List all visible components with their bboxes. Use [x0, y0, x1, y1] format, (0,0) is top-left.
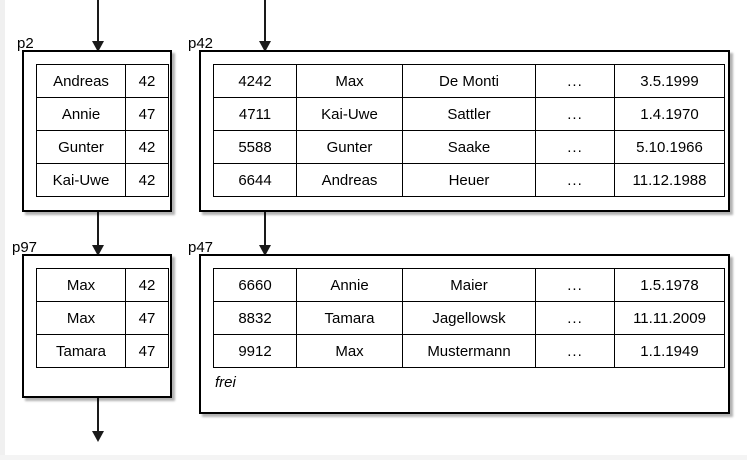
cell-birthdate: 3.5.1999: [614, 64, 725, 98]
cell-more: ...: [535, 301, 615, 335]
page-label-p2: p2: [17, 35, 34, 52]
cell-key: Gunter: [36, 130, 126, 164]
cell-firstname: Gunter: [296, 130, 403, 164]
cell-pointer: 47: [125, 97, 169, 131]
cell-pointer: 47: [125, 301, 169, 335]
page-box-p97[interactable]: Max 42 Max 47 Tamara 47: [22, 254, 172, 398]
table-row: Gunter 42: [36, 130, 169, 164]
cell-birthdate: 1.1.1949: [614, 334, 725, 368]
cell-lastname: De Monti: [402, 64, 536, 98]
cell-firstname: Max: [296, 334, 403, 368]
table-row: Andreas 42: [36, 64, 169, 98]
table-row: 8832 Tamara Jagellowsk ... 11.11.2009: [213, 301, 725, 335]
cell-more: ...: [535, 64, 615, 98]
table-row: 6660 Annie Maier ... 1.5.1978: [213, 268, 725, 302]
table-row: Max 47: [36, 301, 169, 335]
page-box-p42[interactable]: 4242 Max De Monti ... 3.5.1999 4711 Kai-…: [199, 50, 730, 212]
cell-lastname: Maier: [402, 268, 536, 302]
cell-id: 6660: [213, 268, 297, 302]
cell-id: 5588: [213, 130, 297, 164]
free-space-label: frei: [215, 374, 236, 391]
cell-pointer: 42: [125, 130, 169, 164]
table-row: Tamara 47: [36, 334, 169, 368]
left-gutter: [0, 0, 5, 460]
cell-birthdate: 1.4.1970: [614, 97, 725, 131]
cell-key: Andreas: [36, 64, 126, 98]
cell-more: ...: [535, 130, 615, 164]
cell-key: Annie: [36, 97, 126, 131]
cell-more: ...: [535, 334, 615, 368]
cell-key: Tamara: [36, 334, 126, 368]
table-row: Annie 47: [36, 97, 169, 131]
cell-firstname: Tamara: [296, 301, 403, 335]
table-row: 6644 Andreas Heuer ... 11.12.1988: [213, 163, 725, 197]
cell-pointer: 42: [125, 268, 169, 302]
cell-more: ...: [535, 163, 615, 197]
cell-pointer: 47: [125, 334, 169, 368]
index-table-p97: Max 42 Max 47 Tamara 47: [36, 268, 169, 368]
cell-id: 8832: [213, 301, 297, 335]
cell-id: 9912: [213, 334, 297, 368]
cell-lastname: Heuer: [402, 163, 536, 197]
page-label-p97: p97: [12, 239, 38, 256]
page-label-p42: p42: [188, 35, 214, 52]
cell-pointer: 42: [125, 163, 169, 197]
cell-firstname: Annie: [296, 268, 403, 302]
cell-id: 4242: [213, 64, 297, 98]
cell-firstname: Andreas: [296, 163, 403, 197]
page-box-p2[interactable]: Andreas 42 Annie 47 Gunter 42 Kai-Uwe 42: [22, 50, 172, 212]
cell-firstname: Kai-Uwe: [296, 97, 403, 131]
bottom-gutter: [0, 455, 747, 460]
cell-firstname: Max: [296, 64, 403, 98]
cell-lastname: Saake: [402, 130, 536, 164]
cell-key: Max: [36, 301, 126, 335]
cell-lastname: Jagellowsk: [402, 301, 536, 335]
cell-more: ...: [535, 97, 615, 131]
table-row: 9912 Max Mustermann ... 1.1.1949: [213, 334, 725, 368]
cell-key: Max: [36, 268, 126, 302]
table-row: 4711 Kai-Uwe Sattler ... 1.4.1970: [213, 97, 725, 131]
cell-key: Kai-Uwe: [36, 163, 126, 197]
cell-more: ...: [535, 268, 615, 302]
table-row: 5588 Gunter Saake ... 5.10.1966: [213, 130, 725, 164]
table-row: 4242 Max De Monti ... 3.5.1999: [213, 64, 725, 98]
cell-birthdate: 1.5.1978: [614, 268, 725, 302]
page-label-p47: p47: [188, 239, 214, 256]
cell-lastname: Sattler: [402, 97, 536, 131]
cell-lastname: Mustermann: [402, 334, 536, 368]
data-table-p42: 4242 Max De Monti ... 3.5.1999 4711 Kai-…: [213, 64, 725, 197]
cell-pointer: 42: [125, 64, 169, 98]
cell-id: 6644: [213, 163, 297, 197]
cell-id: 4711: [213, 97, 297, 131]
table-row: Max 42: [36, 268, 169, 302]
cell-birthdate: 11.12.1988: [614, 163, 725, 197]
cell-birthdate: 11.11.2009: [614, 301, 725, 335]
table-row: Kai-Uwe 42: [36, 163, 169, 197]
cell-birthdate: 5.10.1966: [614, 130, 725, 164]
page-box-p47[interactable]: 6660 Annie Maier ... 1.5.1978 8832 Tamar…: [199, 254, 730, 414]
data-table-p47: 6660 Annie Maier ... 1.5.1978 8832 Tamar…: [213, 268, 725, 368]
index-table-p2: Andreas 42 Annie 47 Gunter 42 Kai-Uwe 42: [36, 64, 169, 197]
